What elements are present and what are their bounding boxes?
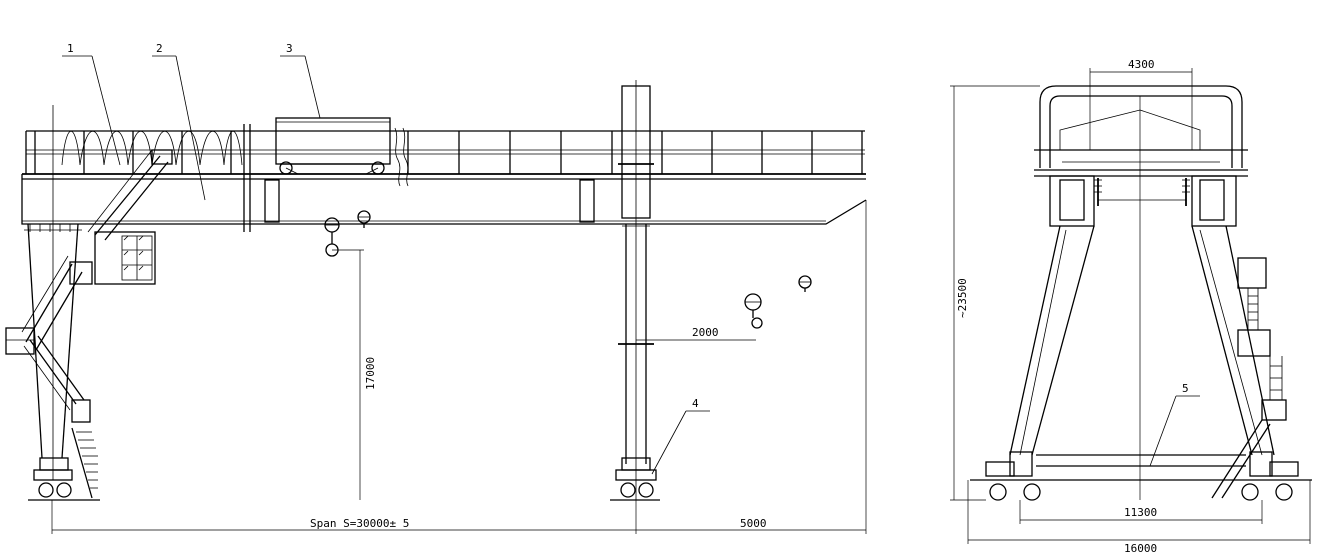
callout-4: 4 bbox=[692, 397, 699, 410]
front-dimensions bbox=[51, 200, 867, 534]
callout-3: 3 bbox=[286, 42, 293, 55]
side-dimensions bbox=[950, 68, 1311, 544]
cabin bbox=[94, 231, 156, 285]
side-stairs bbox=[1211, 257, 1287, 499]
front-elevation bbox=[5, 55, 867, 534]
left-bogie bbox=[28, 457, 100, 501]
dim-top-4300: 4300 bbox=[1128, 58, 1155, 71]
callout-1: 1 bbox=[67, 42, 74, 55]
hooks bbox=[324, 210, 812, 329]
dim-base-16000: 16000 bbox=[1124, 542, 1157, 555]
dim-offset-2000: 2000 bbox=[692, 326, 719, 339]
dim-height-17000: 17000 bbox=[364, 357, 377, 390]
side-elevation bbox=[950, 68, 1312, 544]
callout-leaders bbox=[62, 55, 710, 475]
dim-base-11300: 11300 bbox=[1124, 506, 1157, 519]
left-leg bbox=[24, 105, 82, 480]
main-girder bbox=[21, 124, 867, 232]
trolley bbox=[275, 117, 391, 175]
dim-total-height: ~23500 bbox=[956, 278, 969, 318]
top-frame bbox=[1034, 85, 1248, 227]
side-bogies bbox=[970, 451, 1312, 501]
callout-5: 5 bbox=[1182, 382, 1189, 395]
dim-cantilever-5000: 5000 bbox=[740, 517, 767, 530]
stairs bbox=[5, 149, 173, 499]
dim-span: Span S=30000± 5 bbox=[310, 517, 409, 530]
side-legs bbox=[1009, 96, 1275, 500]
callout-2: 2 bbox=[156, 42, 163, 55]
right-leg bbox=[610, 80, 660, 501]
